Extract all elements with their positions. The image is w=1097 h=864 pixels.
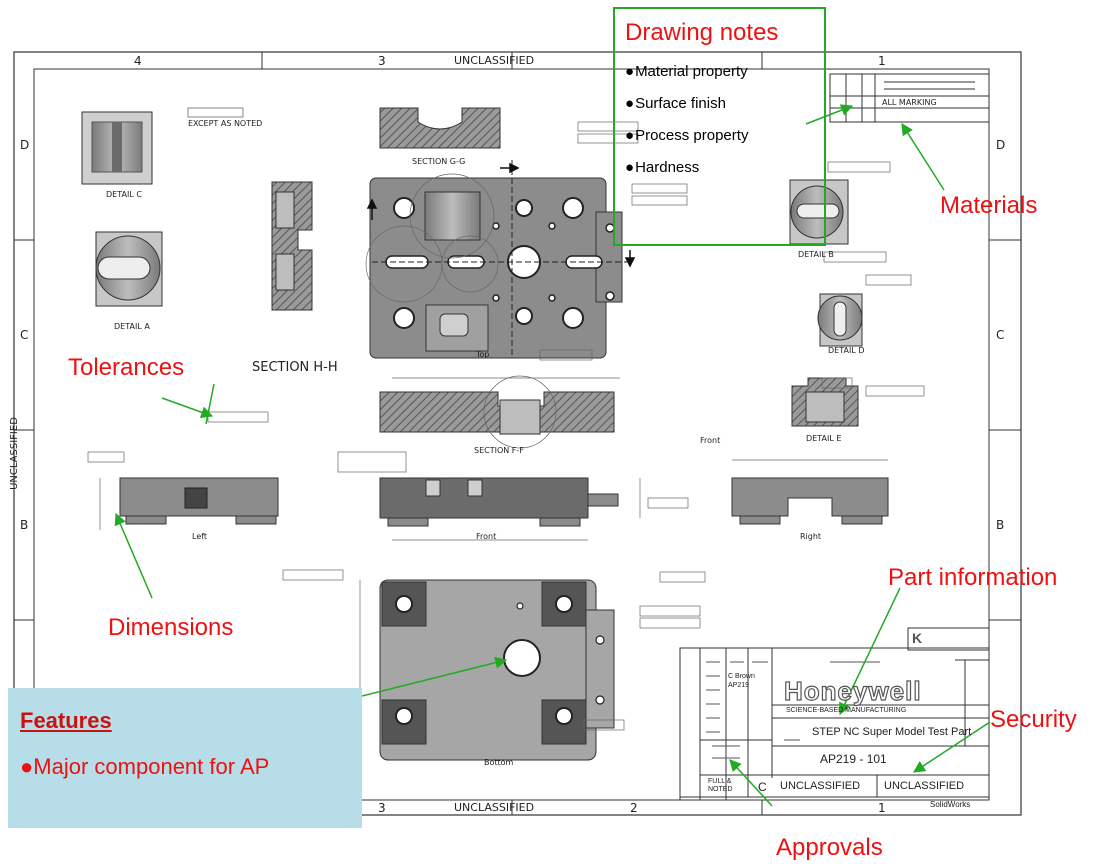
callout-part-information: Part information [888,564,1058,591]
label-front-note: Front [700,436,721,445]
callout-approvals: Approvals [776,834,883,861]
label-section-g: SECTION G-G [412,157,466,166]
bullet-icon: ● [625,63,635,80]
note-item: ●Material property [625,63,748,80]
border-classification-bottom: UNCLASSIFIED [454,801,535,814]
border-row-b: B [20,518,29,532]
label-section-f: SECTION F-F [474,446,524,455]
note-item: ●Hardness [625,159,700,176]
callout-security: Security [990,706,1077,733]
label-top: Top [476,350,490,359]
border-col-2-bottom: 2 [630,801,638,815]
company-logo: Honeywell [783,675,922,706]
full-noted: FULL & NOTED [708,778,733,793]
callout-dimensions: Dimensions [108,614,234,641]
label-except-as-noted: EXCEPT AS NOTED [188,119,263,128]
note-item: ●Process property [625,127,749,144]
border-row-b-right: B [996,518,1005,532]
callout-materials: Materials [940,192,1038,219]
label-left-view: Left [192,532,208,541]
border-classification-side: UNCLASSIFIED [8,417,20,490]
drawing-notes-box: Drawing notes ●Material property ●Surfac… [613,7,826,246]
callout-tolerances: Tolerances [68,354,185,381]
border-col-3: 3 [378,54,386,68]
border-col-1-bottom: 1 [878,801,886,815]
label-detail-c: DETAIL C [106,190,142,199]
kcp-logo: K [912,630,923,646]
part-number: AP219 - 101 [820,752,887,766]
features-item: ●Major component for AP [20,754,270,779]
border-col-4: 4 [134,54,142,68]
bullet-icon: ● [20,754,34,779]
features-box: Features ●Major component for AP [8,688,362,828]
border-row-c-right: C [996,328,1005,342]
approver-name: C Brown [728,673,755,680]
label-detail-a: DETAIL A [114,322,150,331]
label-all-marking: ALL MARKING [882,98,937,107]
border-row-d-right: D [996,138,1006,152]
label-front-view: Front [476,532,497,541]
label-detail-e: DETAIL E [806,434,842,443]
software-label: SolidWorks [930,800,971,809]
classification-left: UNCLASSIFIED [780,780,861,792]
features-title: Features [20,708,112,733]
border-row-c: C [20,328,29,342]
label-detail-b: DETAIL B [798,250,834,259]
drawing-notes-list: ●Material property ●Surface finish ●Proc… [625,63,748,191]
approver-id: AP219 [728,682,750,689]
label-bottom-view: Bottom [484,758,514,767]
bullet-icon: ● [625,127,635,144]
border-classification-top: UNCLASSIFIED [454,54,535,67]
part-title: STEP NC Super Model Test Part [812,726,972,738]
classification-right: UNCLASSIFIED [884,780,965,792]
border-col-1: 1 [878,54,886,68]
border-row-d: D [20,138,30,152]
drawing-size: C [758,780,767,794]
bullet-icon: ● [625,159,635,176]
label-right-view: Right [800,532,822,541]
bullet-icon: ● [625,95,635,112]
note-item: ●Surface finish [625,95,726,112]
border-col-3-bottom: 3 [378,801,386,815]
drawing-notes-title: Drawing notes [625,19,779,46]
label-detail-d: DETAIL D [828,346,865,355]
division-label: SCIENCE-BASED MANUFACTURING [786,707,907,714]
label-section-h: SECTION H-H [252,360,338,375]
